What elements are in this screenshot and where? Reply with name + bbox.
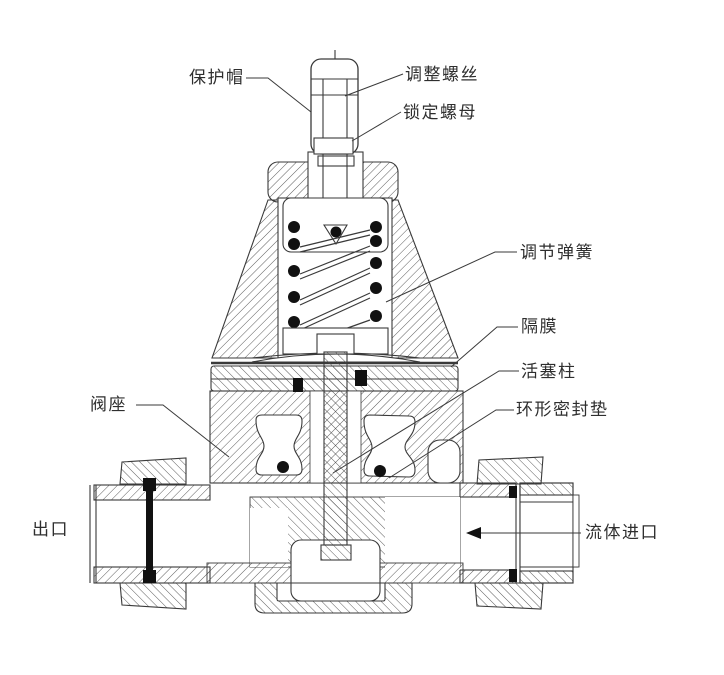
arrow-left-icon [466, 527, 481, 539]
piston-column [277, 333, 386, 561]
label-ring-seal-gasket: 环形密封垫 [516, 400, 609, 419]
leader-valve-seat [136, 404, 230, 458]
lock-nut [313, 137, 354, 155]
label-diaphragm: 隔膜 [521, 317, 558, 336]
valve-disc [143, 478, 156, 583]
bottom-cap [254, 582, 413, 614]
left-chamber [255, 414, 303, 476]
union-nuts [119, 456, 544, 610]
label-adjusting-screw: 调整螺丝 [405, 65, 479, 84]
label-outlet: 出口 [32, 520, 69, 539]
label-protective-cap: 保护帽 [189, 68, 245, 87]
spring-chamber [251, 197, 421, 359]
leader-piston-column [332, 370, 519, 474]
ring-seal-gasket-bottom [509, 569, 517, 582]
leader-diaphragm [450, 326, 518, 368]
leader-ring-seal [388, 409, 514, 479]
adjusting-screw [311, 78, 358, 140]
bonnet [211, 151, 459, 359]
label-piston-column: 活塞柱 [521, 362, 577, 381]
leader-adjusting-spring [385, 251, 517, 303]
leader-adjusting-screw [344, 73, 404, 97]
ring-seal-gasket-top [509, 486, 517, 498]
piston-nut [320, 544, 352, 561]
label-valve-seat: 阀座 [90, 395, 127, 414]
label-lock-nut: 锁定螺母 [403, 103, 477, 122]
leader-lines [136, 73, 581, 539]
label-adjusting-spring: 调节弹簧 [520, 243, 594, 262]
leader-protective-cap [246, 77, 312, 113]
valve-seat-bridge [206, 496, 464, 602]
leader-lock-nut [351, 111, 402, 142]
label-fluid-inlet: 流体进口 [585, 523, 659, 542]
